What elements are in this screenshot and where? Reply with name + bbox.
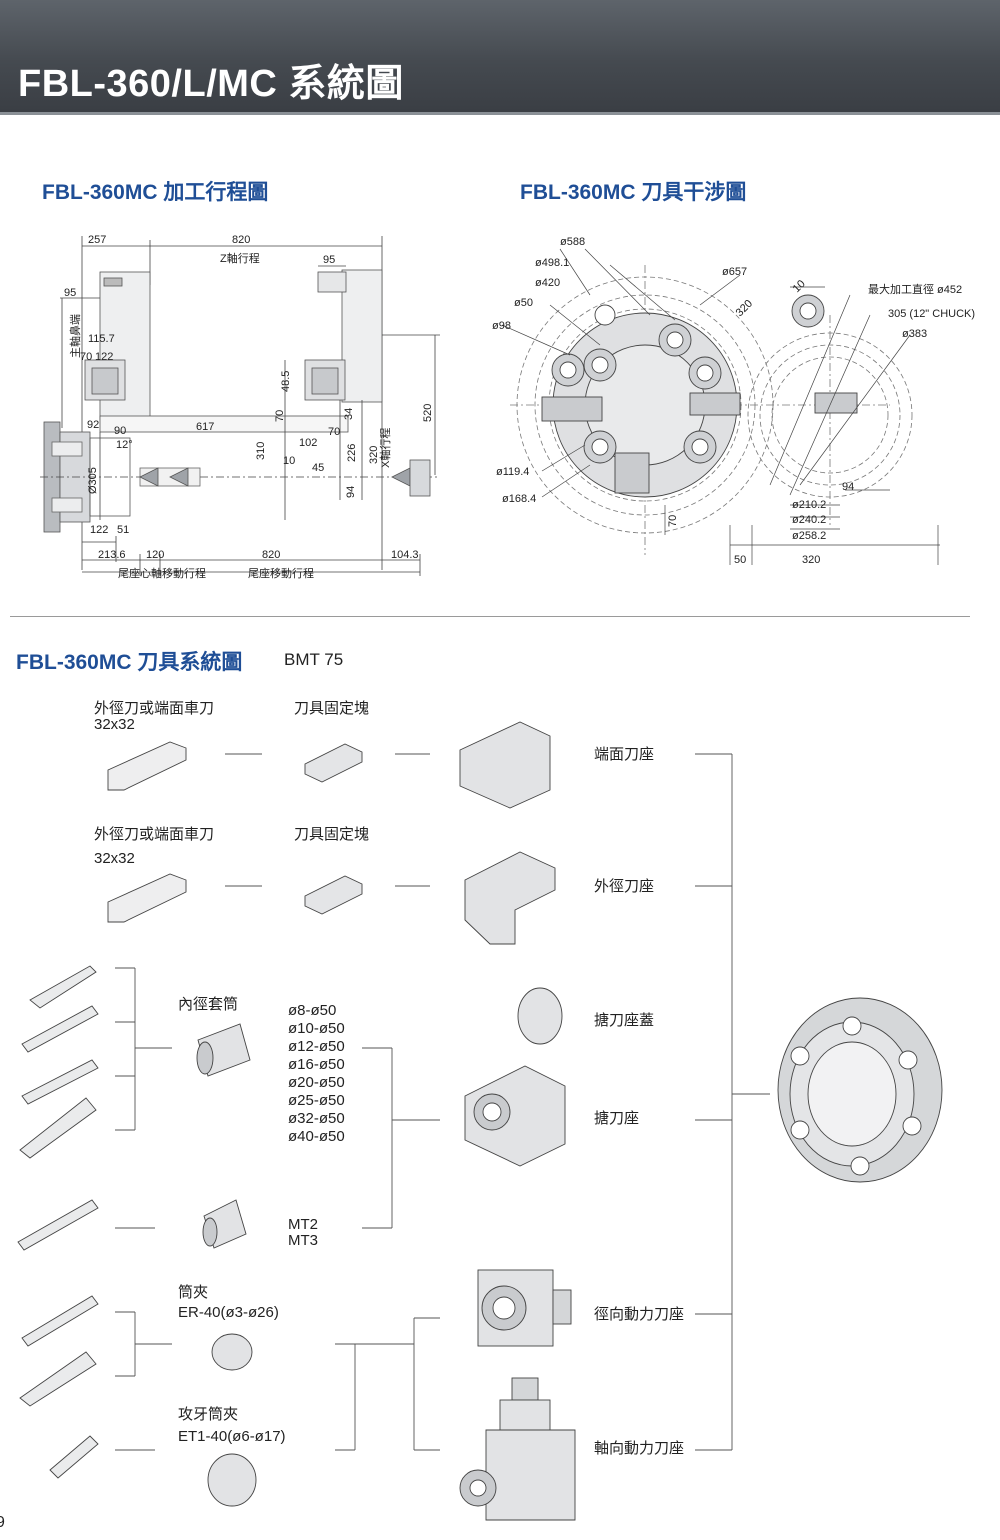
dim-phi168: ø168.4 [502, 493, 536, 505]
face-holder-label: 端面刀座 [594, 746, 655, 763]
dim-92: 92 [87, 419, 99, 431]
z-travel-label: Z軸行程 [220, 251, 260, 265]
spindle-end-label: 主軸鼻端 [68, 314, 82, 358]
row2-tool-size: 32x32 [94, 850, 135, 867]
dim-phi119: ø119.4 [496, 466, 529, 478]
dim-617: 617 [196, 421, 214, 433]
dim-48-5: 48.5 [280, 371, 292, 392]
dim-70: 70 [80, 351, 92, 363]
section-divider [10, 616, 970, 617]
dim-phi258: ø258.2 [792, 530, 826, 542]
dim-45: 45 [312, 462, 324, 474]
dim-520: 520 [422, 404, 434, 422]
chuck-size: 305 (12" CHUCK) [888, 308, 975, 320]
dim-12-deg: 12° [116, 439, 133, 451]
sleeve-size-1: ø8-ø50 [288, 1002, 337, 1019]
boring-cap-label: 搪刀座蓋 [594, 1012, 655, 1029]
dim-phi305: Ø305 [87, 467, 99, 494]
radial-live-holder-label: 徑向動力刀座 [594, 1306, 685, 1323]
dim-213-6: 213.6 [98, 549, 126, 561]
sleeve-size-4: ø16-ø50 [288, 1056, 345, 1073]
dim-95-right: 95 [323, 254, 335, 266]
morse-size-2: MT3 [288, 1232, 318, 1249]
sleeve-size-2: ø10-ø50 [288, 1020, 345, 1037]
x-travel-label: X軸行程 [378, 428, 392, 468]
sleeve-size-5: ø20-ø50 [288, 1074, 345, 1091]
dim-70b: 70 [274, 410, 286, 422]
row2-block-label: 刀具固定塊 [294, 826, 370, 843]
dim-104-3: 104.3 [391, 549, 419, 561]
tooling-graphics [17, 721, 943, 1521]
dim-50: 50 [734, 554, 746, 566]
dim-70-interf: 70 [667, 515, 679, 527]
dim-115-7: 115.7 [88, 333, 115, 345]
dim-phi50: ø50 [514, 297, 533, 309]
tap-collet-spec: ET1-40(ø6-ø17) [178, 1428, 286, 1445]
dim-phi657: ø657 [722, 266, 747, 278]
sleeve-size-3: ø12-ø50 [288, 1038, 345, 1055]
tooling-system-title: FBL-360MC 刀具系統圖 [16, 651, 243, 674]
dim-10: 10 [791, 278, 808, 295]
sleeve-size-6: ø25-ø50 [288, 1092, 345, 1109]
dim-820-bottom: 820 [262, 549, 280, 561]
dim-120: 120 [146, 549, 164, 561]
dim-34: 34 [343, 408, 355, 420]
row1-tool-label: 外徑刀或端面車刀 [94, 700, 215, 717]
dim-phi210: ø210.2 [792, 499, 826, 511]
row1-tool-size: 32x32 [94, 716, 135, 733]
dim-90: 90 [114, 425, 126, 437]
dim-226: 226 [346, 444, 358, 462]
od-holder-label: 外徑刀座 [594, 878, 655, 895]
dim-phi240: ø240.2 [792, 514, 826, 526]
interference-diagram-title: FBL-360MC 刀具干涉圖 [520, 181, 747, 204]
dim-phi420: ø420 [535, 277, 560, 289]
dim-257: 257 [88, 234, 106, 246]
dim-94-interf: 94 [842, 481, 854, 493]
dim-310: 310 [255, 442, 267, 460]
collet-spec: ER-40(ø3-ø26) [178, 1304, 279, 1321]
dim-phi383: ø383 [902, 328, 927, 340]
dim-95-left: 95 [64, 287, 76, 299]
tailstock-travel-label: 尾座移動行程 [248, 566, 314, 580]
morse-size-1: MT2 [288, 1216, 318, 1233]
dim-94: 94 [345, 486, 357, 498]
travel-diagram: 257 820 Z軸行程 95 95 主軸鼻端 115.7 70 122 92 … [40, 234, 440, 580]
row1-block-label: 刀具固定塊 [294, 700, 370, 717]
interference-diagram: ø588 ø498.1 ø420 ø50 ø98 ø657 320 10 最大加… [492, 236, 975, 566]
dim-phi98: ø98 [492, 320, 511, 332]
dim-phi498: ø498.1 [535, 257, 569, 269]
axial-live-holder-label: 軸向動力刀座 [594, 1440, 685, 1457]
travel-diagram-title: FBL-360MC 加工行程圖 [42, 181, 269, 204]
boring-sleeve-label: 內徑套筒 [178, 996, 239, 1013]
row2-tool-label: 外徑刀或端面車刀 [94, 826, 215, 843]
tap-collet-label: 攻牙筒夾 [178, 1406, 239, 1423]
dim-10: 10 [283, 455, 295, 467]
sleeve-size-8: ø40-ø50 [288, 1128, 345, 1145]
dim-122: 122 [95, 351, 113, 363]
page-title: FBL-360/L/MC 系統圖 [18, 63, 404, 105]
dim-820-top: 820 [232, 234, 250, 246]
dim-122b: 122 [90, 524, 108, 536]
dim-70c: 70 [328, 426, 340, 438]
collet-label: 筒夾 [178, 1284, 209, 1301]
dim-phi588: ø588 [560, 236, 585, 248]
dim-51: 51 [117, 524, 129, 536]
sleeve-size-7: ø32-ø50 [288, 1110, 345, 1127]
turret-type: BMT 75 [284, 650, 344, 669]
max-turning-diameter: 最大加工直徑 ø452 [868, 282, 962, 296]
x-travel-value: 320 [368, 446, 380, 464]
dim-102: 102 [299, 437, 317, 449]
page-number: 9 [0, 1514, 5, 1531]
quill-travel-label: 尾座心軸移動行程 [118, 566, 206, 580]
boring-holder-label: 搪刀座 [594, 1110, 640, 1127]
header-banner: FBL-360/L/MC 系統圖 [0, 0, 1000, 115]
dim-320b: 320 [802, 554, 820, 566]
